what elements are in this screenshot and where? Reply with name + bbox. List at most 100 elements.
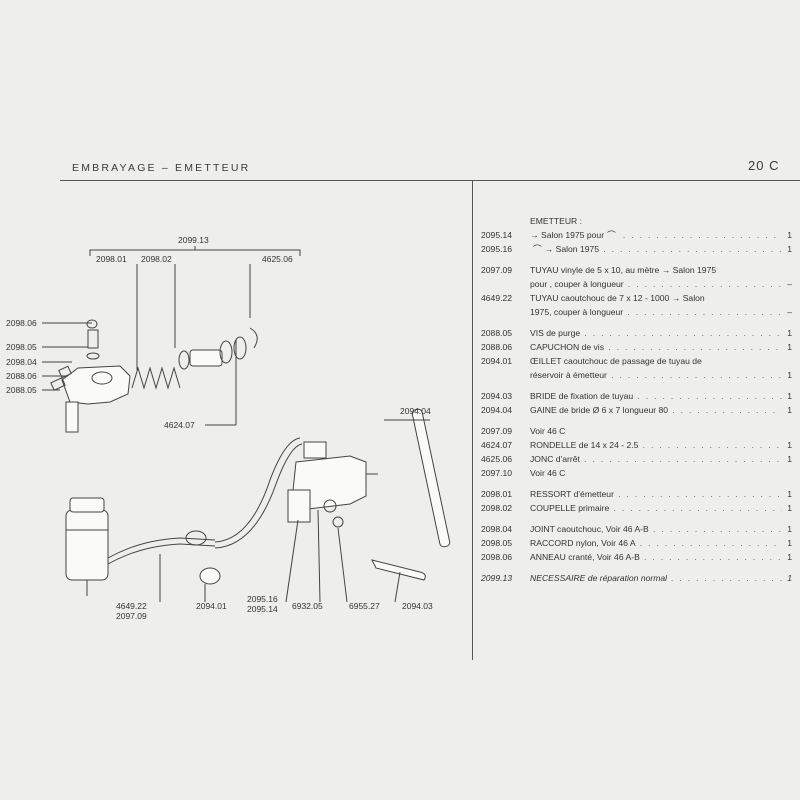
part-description: COUPELLE primaire . . . . . . . . . . . … (530, 501, 782, 515)
part-quantity: 1 (787, 489, 792, 499)
part-description-text: réservoir à émetteur (530, 370, 607, 380)
label-2088-06: 2088.06 (6, 371, 37, 381)
part-quantity: 1 (787, 391, 792, 401)
dot-leader: . . . . . . . . . . . . . . . . . . . . … (671, 573, 782, 583)
group-gap (478, 319, 794, 326)
label-2088-05: 2088.05 (6, 385, 37, 395)
part-quantity: 1 (787, 342, 792, 352)
part-description: Voir 46 C (530, 466, 782, 480)
group-gap (478, 382, 794, 389)
table-row: 4624.07 RONDELLE de 14 x 24 - 2.5 . . . .… (478, 438, 794, 452)
label-2098-05: 2098.05 (6, 342, 37, 352)
part-description-text: RESSORT d'émetteur (530, 489, 614, 499)
label-2097-09: 2097.09 (116, 611, 147, 621)
label-2094-04: 2094.04 (400, 406, 431, 416)
label-2095-16: 2095.16 (247, 594, 278, 604)
part-quantity: 1 (787, 440, 792, 450)
part-description-text: → Salon 1975 (544, 244, 600, 254)
part-quantity: 1 (787, 244, 792, 254)
part-description-text: Voir 46 C (530, 426, 566, 436)
part-quantity: 1 (787, 370, 792, 380)
part-description: réservoir à émetteur . . . . . . . . . .… (530, 368, 782, 382)
part-description: JONC d'arrêt . . . . . . . . . . . . . .… (530, 452, 782, 466)
part-code: 2095.14 (481, 230, 513, 240)
label-2094-03: 2094.03 (402, 601, 433, 611)
part-code: 2088.06 (481, 342, 513, 352)
part-description-text: COUPELLE primaire (530, 503, 610, 513)
column-divider (472, 180, 473, 660)
part-code: 2098.05 (481, 538, 513, 548)
part-code: 2097.09 (481, 426, 513, 436)
table-row: 2098.02 COUPELLE primaire . . . . . . . .… (478, 501, 794, 515)
part-description-text: RONDELLE de 14 x 24 - 2.5 (530, 440, 639, 450)
arc-icon: ⌒ (533, 244, 542, 254)
group-gap (478, 480, 794, 487)
part-code: 2097.10 (481, 468, 513, 478)
label-4649-22: 4649.22 (116, 601, 147, 611)
part-quantity: – (787, 279, 792, 289)
list-heading: EMETTEUR : (530, 216, 583, 226)
part-code: 2095.16 (481, 244, 513, 254)
part-description: TUYAU vinyle de 5 x 10, au mètre → Salon… (530, 263, 782, 277)
table-row: 2097.09 Voir 46 C (478, 424, 794, 438)
part-quantity: 1 (787, 454, 792, 464)
part-description-text: ŒILLET caoutchouc de passage de tuyau de (530, 356, 702, 366)
arc-icon: ⌒ (607, 230, 616, 240)
part-code: 4625.06 (481, 454, 513, 464)
table-row: pour , couper à longueur . . . . . . . .… (478, 277, 794, 291)
label-6932-05: 6932.05 (292, 601, 323, 611)
part-description-text: GAINE de bride Ø 6 x 7 longueur 80 (530, 405, 669, 415)
part-description: RONDELLE de 14 x 24 - 2.5 . . . . . . . … (530, 438, 782, 452)
table-row: 2097.10 Voir 46 C (478, 466, 794, 480)
table-row: 1975, couper à longueur . . . . . . . . … (478, 305, 794, 319)
part-quantity: 1 (787, 552, 792, 562)
dot-leader: . . . . . . . . . . . . . . . . . . . . … (642, 440, 782, 450)
part-quantity: 1 (787, 503, 792, 513)
group-gap (478, 515, 794, 522)
part-description-text: CAPUCHON de vis (530, 342, 605, 352)
part-description-text: NECESSAIRE de réparation normal (530, 573, 668, 583)
part-description: VIS de purge . . . . . . . . . . . . . .… (530, 326, 782, 340)
part-description-text: → Salon 1975 pour (530, 230, 605, 240)
part-description: CAPUCHON de vis . . . . . . . . . . . . … (530, 340, 782, 354)
part-code: 2094.04 (481, 405, 513, 415)
part-code: 2088.05 (481, 328, 513, 338)
part-code: 2098.06 (481, 552, 513, 562)
part-description-text: JONC d'arrêt (530, 454, 580, 464)
part-quantity: 1 (787, 328, 792, 338)
part-quantity: 1 (787, 573, 792, 583)
group-gap (478, 256, 794, 263)
table-row: 2095.16⌒→ Salon 1975 . . . . . . . . . .… (478, 242, 794, 256)
part-description: pour , couper à longueur . . . . . . . .… (530, 277, 782, 291)
part-quantity: 1 (787, 538, 792, 548)
dot-leader: . . . . . . . . . . . . . . . . . . . . … (627, 307, 782, 317)
group-gap (478, 417, 794, 424)
table-row: 2094.04 GAINE de bride Ø 6 x 7 longueur 8… (478, 403, 794, 417)
part-description: ŒILLET caoutchouc de passage de tuyau de (530, 354, 782, 368)
part-description: RACCORD nylon, Voir 46 A . . . . . . . .… (530, 536, 782, 550)
part-description: ANNEAU cranté, Voir 46 A-B . . . . . . .… (530, 550, 782, 564)
part-code: 2098.04 (481, 524, 513, 534)
part-description-text: VIS de purge (530, 328, 581, 338)
group-gap (478, 564, 794, 571)
dot-leader: . . . . . . . . . . . . . . . . . . . . … (639, 538, 782, 548)
label-4625-06: 4625.06 (262, 254, 293, 264)
page-title: EMBRAYAGE – EMETTEUR (72, 162, 251, 174)
part-description: 1975, couper à longueur . . . . . . . . … (530, 305, 782, 319)
dot-leader: . . . . . . . . . . . . . . . . . . . . … (652, 524, 782, 534)
dot-leader: . . . . . . . . . . . . . . . . . . . . … (627, 279, 782, 289)
label-2099-13: 2099.13 (178, 235, 209, 245)
table-row: 2098.06 ANNEAU cranté, Voir 46 A-B . . . … (478, 550, 794, 564)
label-6955-27: 6955.27 (349, 601, 380, 611)
part-description: → Salon 1975 pour⌒ . . . . . . . . . . .… (530, 228, 782, 242)
dot-leader: . . . . . . . . . . . . . . . . . . . . … (672, 405, 782, 415)
part-description-text: ANNEAU cranté, Voir 46 A-B (530, 552, 640, 562)
table-row: 2088.05 VIS de purge . . . . . . . . . . … (478, 326, 794, 340)
part-code: 2098.02 (481, 503, 513, 513)
part-quantity: – (787, 307, 792, 317)
part-code: 4624.07 (481, 440, 513, 450)
